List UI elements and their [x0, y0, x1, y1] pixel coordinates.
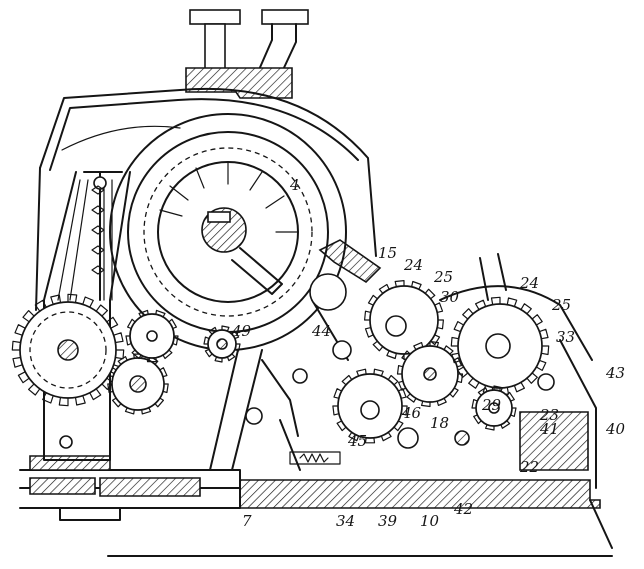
label-24b: 24 — [519, 274, 539, 292]
gear-teeth — [11, 293, 125, 407]
label-40: 40 — [605, 420, 626, 438]
key-stems — [185, 9, 309, 99]
label-25b: 25 — [551, 296, 571, 314]
housing — [35, 87, 597, 489]
label-29: 29 — [481, 396, 502, 414]
gear-teeth — [396, 340, 464, 408]
label-39: 39 — [378, 512, 398, 530]
label-49: 49 — [231, 322, 252, 340]
label-44: 44 — [311, 322, 331, 340]
label-4: 4 — [289, 176, 300, 194]
lower-left-gears — [107, 309, 241, 415]
label-46: 46 — [401, 404, 422, 422]
label-18: 18 — [430, 414, 449, 432]
label-10: 10 — [420, 512, 440, 530]
label-33: 33 — [556, 328, 575, 346]
label-23: 23 — [539, 406, 559, 424]
label-42: 42 — [453, 500, 473, 518]
left-gear — [11, 293, 125, 407]
right-gear-cluster — [332, 253, 589, 471]
base-plate — [19, 455, 613, 557]
label-24a: 24 — [403, 256, 423, 274]
gear-teeth — [471, 385, 517, 431]
label-41: 41 — [539, 420, 559, 438]
gear-teeth — [332, 368, 408, 444]
gear-teeth — [107, 353, 169, 415]
label-22: 22 — [519, 458, 539, 476]
label-45: 45 — [347, 432, 367, 450]
gear-teeth — [125, 309, 179, 363]
rack-frame — [43, 171, 131, 461]
gear-teeth — [203, 325, 241, 363]
label-30: 30 — [440, 288, 460, 306]
label-43: 43 — [605, 364, 625, 382]
reference-numerals: 4 7 10 15 18 22 23 24 24 25 25 29 30 33 … — [231, 176, 626, 530]
label-15: 15 — [378, 244, 397, 262]
label-25a: 25 — [433, 268, 453, 286]
center-levers — [209, 273, 352, 471]
label-34: 34 — [336, 512, 355, 530]
label-7: 7 — [242, 512, 252, 530]
